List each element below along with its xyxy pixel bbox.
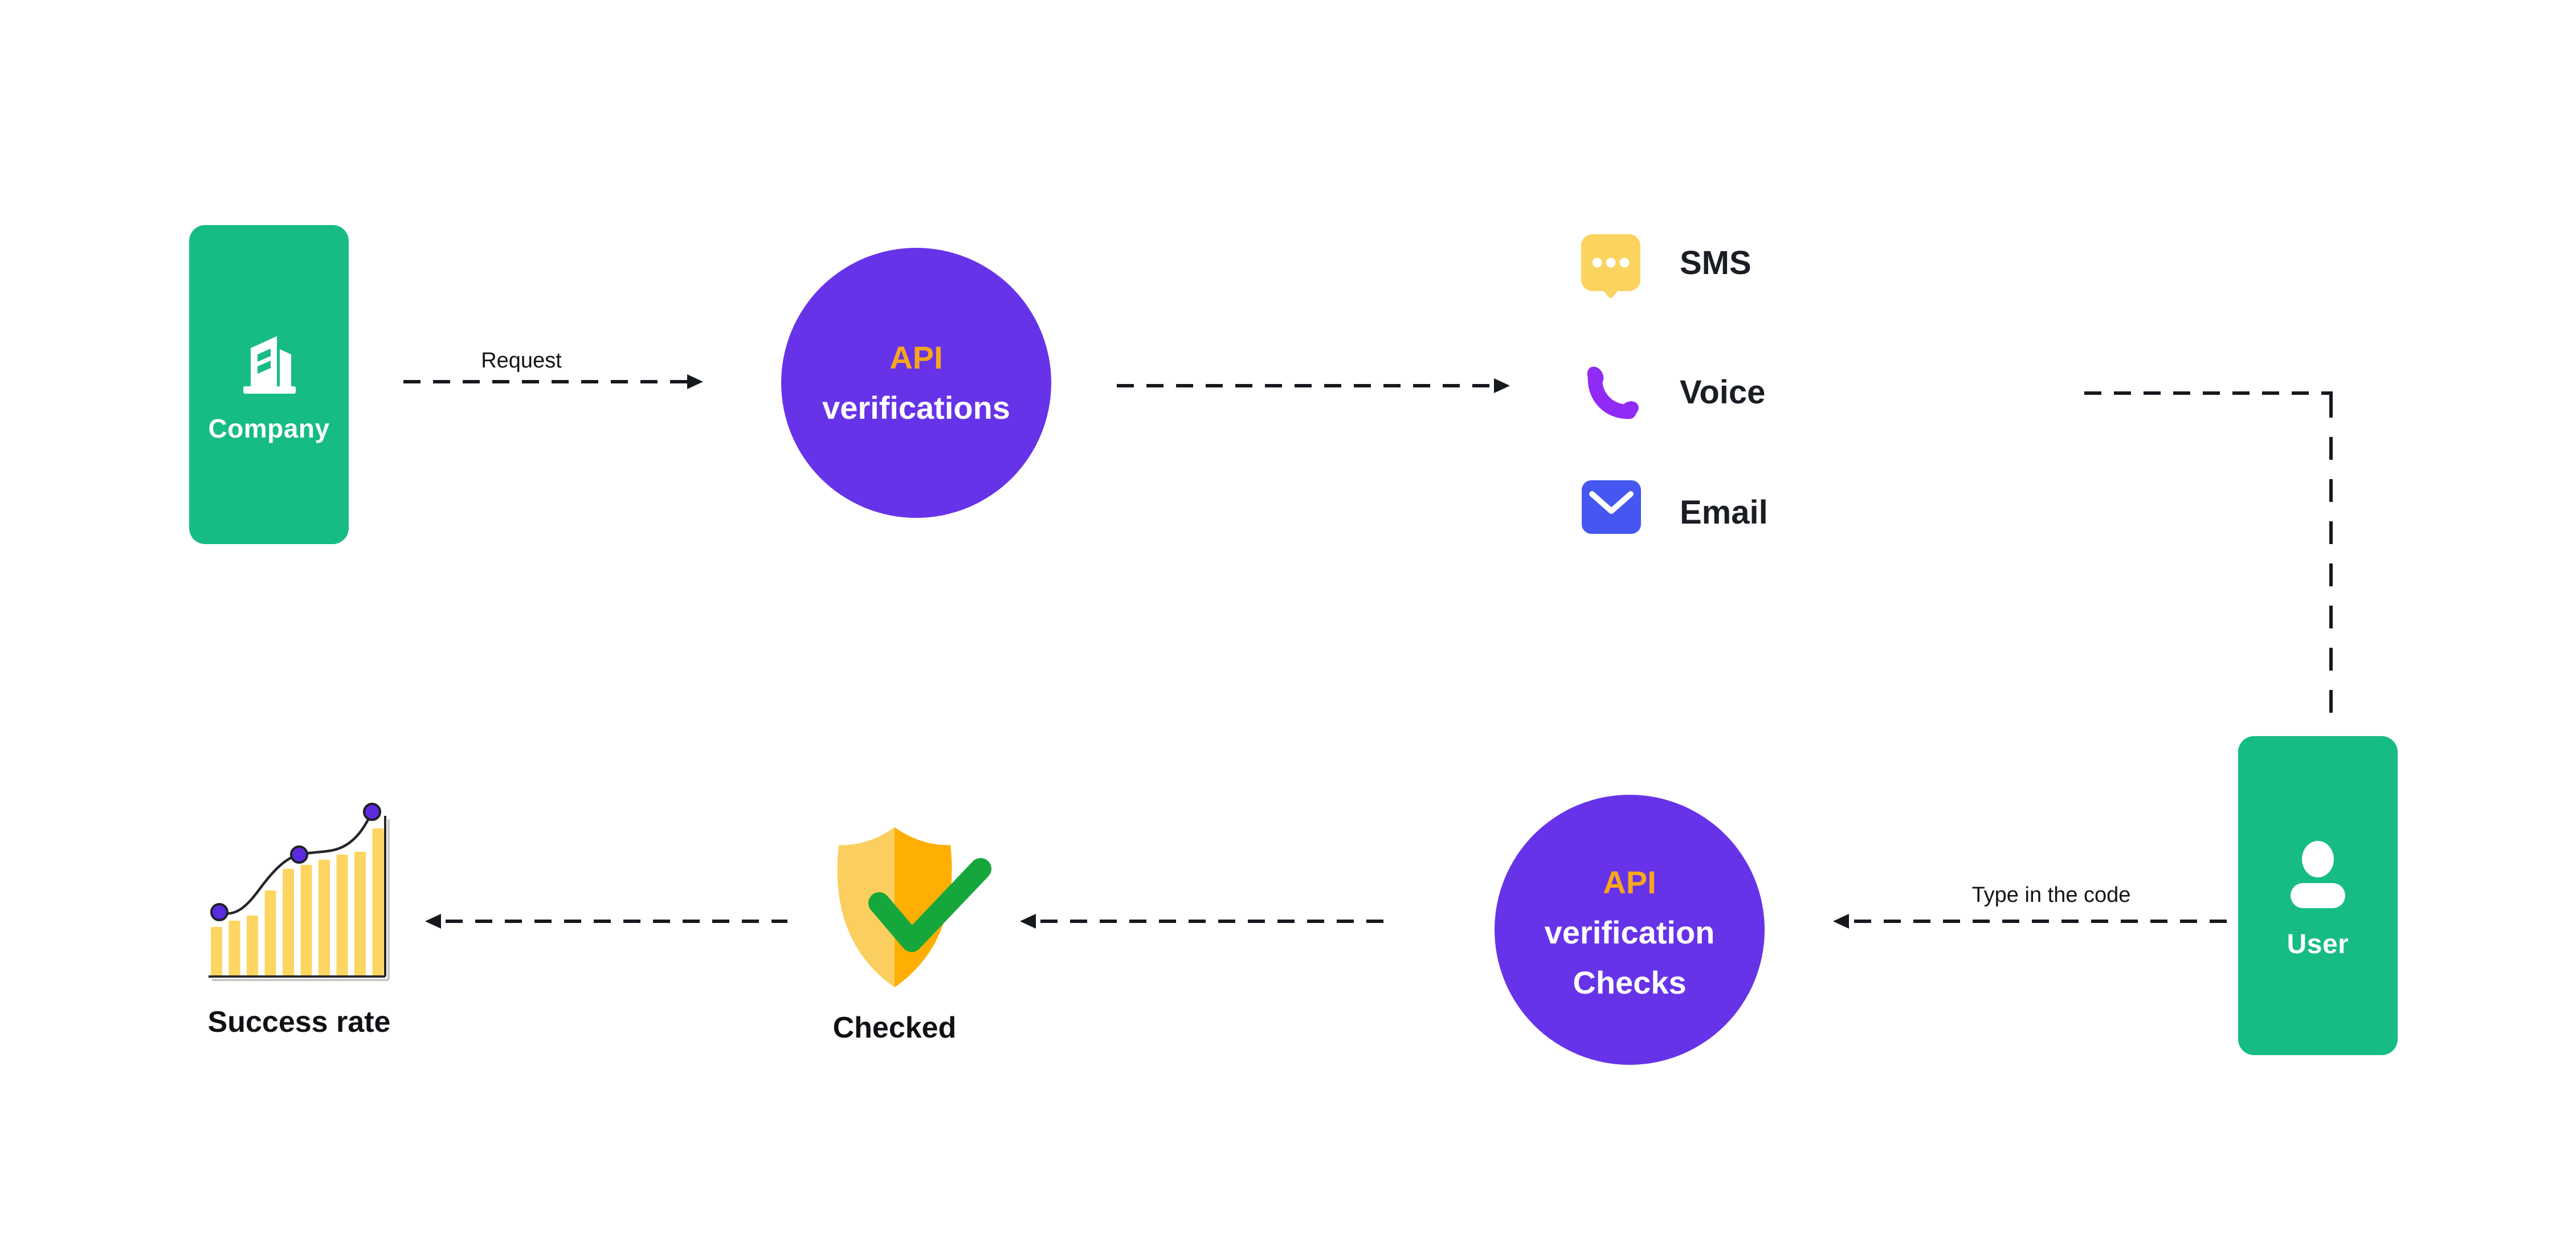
api-verification-checks-node: API verification Checks [1495, 795, 1765, 1065]
shield-check-icon [837, 827, 991, 987]
api-verifications-label: verifications [822, 390, 1010, 426]
channel-label-sms: SMS [1680, 244, 1752, 281]
type-code-edge-label: Type in the code [1971, 883, 2131, 907]
checks-arrow-line [1040, 920, 1394, 923]
success-arrowhead-icon [425, 914, 441, 929]
request-arrow-line [403, 380, 687, 383]
type-code-arrowhead-icon [1833, 914, 1849, 929]
api-verifications-node: API verifications [781, 248, 1051, 518]
user-connector-horizontal-line [2084, 391, 2333, 395]
user-connector-vertical-line [2329, 395, 2333, 732]
api-checks-accent: API [1603, 864, 1656, 900]
user-node: User [2238, 736, 2398, 1055]
channels-arrowhead-icon [1494, 378, 1510, 393]
sms-chat-bubble-icon [1581, 234, 1640, 299]
user-label: User [2287, 929, 2349, 959]
email-envelope-icon [1582, 480, 1641, 534]
channel-label-voice: Voice [1680, 374, 1766, 411]
request-arrowhead-icon [687, 374, 703, 389]
success-rate-label: Success rate [207, 1006, 391, 1039]
api-checks-label-line2: Checks [1573, 965, 1687, 1000]
checked-label: Checked [832, 1011, 957, 1044]
channels-arrow-line [1117, 384, 1494, 387]
request-edge-label: Request [481, 349, 562, 373]
api-verifications-accent: API [889, 340, 943, 375]
success-rate-chart-icon [209, 803, 390, 981]
type-code-arrow-line [1854, 920, 2237, 923]
company-label: Company [208, 414, 330, 443]
company-node: Company [189, 225, 349, 544]
voice-phone-icon [1587, 366, 1639, 419]
api-checks-label-line1: verification [1544, 914, 1715, 950]
success-arrow-line [446, 920, 787, 923]
user-person-icon [2291, 841, 2345, 908]
checks-arrowhead-icon [1020, 914, 1036, 929]
channel-label-email: Email [1680, 494, 1768, 531]
company-building-icon [243, 336, 296, 394]
